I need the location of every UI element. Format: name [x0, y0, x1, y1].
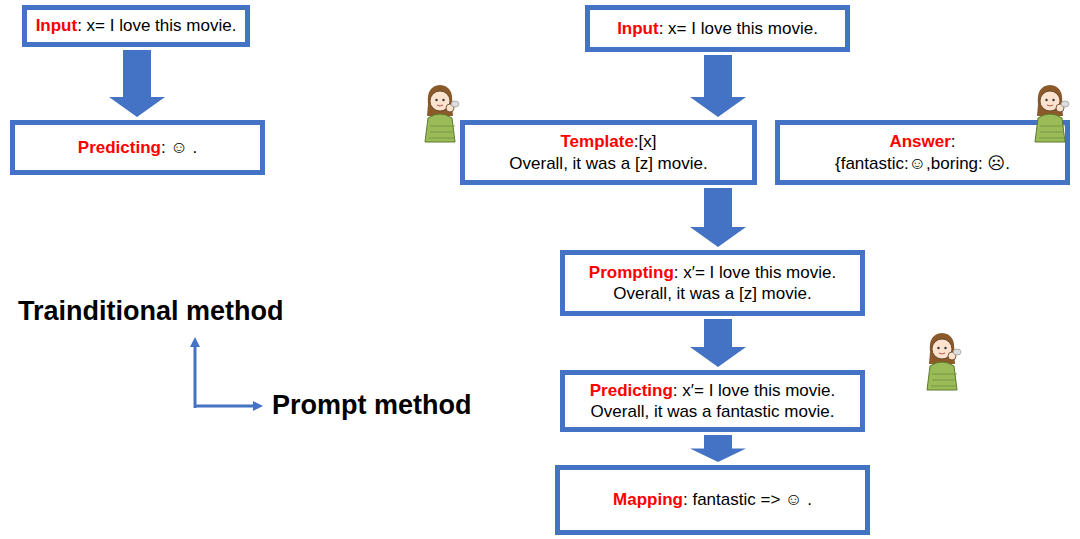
block-arrow — [690, 319, 746, 367]
step-text: {fantastic:☺,boring: ☹. — [835, 154, 1010, 173]
step-text: Overall, it was a [z] movie. — [509, 154, 707, 173]
step-heading: Predicting — [78, 138, 161, 157]
process-box: Answer: {fantastic:☺,boring: ☹. — [775, 120, 1070, 185]
step-text: : x′= I love this movie. — [673, 381, 835, 400]
step-text: : fantastic => ☺ . — [683, 490, 812, 509]
method-label: Trainditional method — [18, 296, 284, 327]
text-line: Predicting: x′= I love this movie. — [590, 380, 836, 401]
method-label: Prompt method — [272, 390, 472, 421]
process-box: Input: x= I love this movie. — [585, 5, 850, 52]
girl-icon — [927, 333, 961, 390]
text-line: Answer: — [889, 131, 955, 152]
text-line: Overall, it was a fantastic movie. — [591, 401, 835, 422]
step-heading: Input — [617, 19, 659, 38]
step-text: : x′= I love this movie. — [674, 263, 836, 282]
process-box: Template:[x] Overall, it was a [z] movie. — [460, 120, 757, 185]
text-line: Prompting: x′= I love this movie. — [589, 262, 836, 283]
step-heading: Input — [36, 16, 78, 35]
step-text: :[x] — [634, 132, 657, 151]
step-heading: Predicting — [590, 381, 673, 400]
text-line: Overall, it was a [z] movie. — [509, 153, 707, 174]
step-text: : x= I love this movie. — [659, 19, 818, 38]
block-arrow — [690, 55, 746, 117]
step-text: Overall, it was a fantastic movie. — [591, 402, 835, 421]
step-heading: Template — [560, 132, 633, 151]
axis-arrow — [194, 405, 258, 408]
text-line: {fantastic:☺,boring: ☹. — [835, 153, 1010, 174]
text-line: Overall, it was a [z] movie. — [613, 283, 811, 304]
block-arrow — [109, 50, 165, 117]
step-text: Overall, it was a [z] movie. — [613, 284, 811, 303]
process-box: Predicting: ☺ . — [10, 120, 265, 175]
text-line: Predicting: ☺ . — [78, 137, 197, 158]
text-line: Input: x= I love this movie. — [36, 15, 237, 36]
step-heading: Prompting — [589, 263, 674, 282]
block-arrow — [690, 188, 746, 247]
girl-icon — [425, 85, 459, 142]
process-box: Prompting: x′= I love this movie.Overall… — [560, 250, 865, 316]
step-heading: Mapping — [613, 490, 683, 509]
step-text: : x= I love this movie. — [77, 16, 236, 35]
step-text: : ☺ . — [161, 138, 197, 157]
text-line: Input: x= I love this movie. — [617, 18, 818, 39]
axis-arrow — [194, 342, 197, 408]
process-box: Predicting: x′= I love this movie.Overal… — [560, 370, 865, 432]
text-line: Mapping: fantastic => ☺ . — [613, 489, 812, 510]
text-line: Template:[x] — [560, 131, 656, 152]
step-text: : — [951, 132, 956, 151]
process-box: Mapping: fantastic => ☺ . — [555, 465, 870, 535]
process-box: Input: x= I love this movie. — [22, 5, 250, 47]
block-arrow — [690, 435, 746, 462]
step-heading: Answer — [889, 132, 950, 151]
